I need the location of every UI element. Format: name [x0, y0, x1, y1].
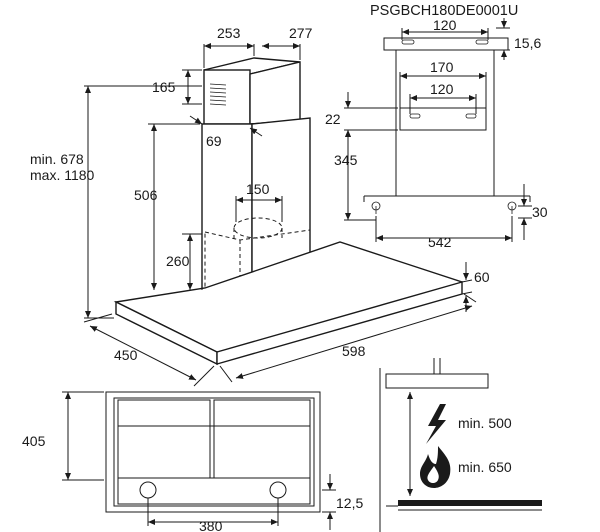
model-code: PSGBCH180DE0001U: [370, 3, 518, 19]
hood-outline: [105, 391, 321, 513]
dim-total-height-max: max. 1180: [30, 167, 95, 183]
dim-chimney-width: 253: [217, 25, 241, 41]
dim-chimney-depth: 277: [289, 25, 313, 41]
light-left: [139, 481, 157, 499]
cooktop: [398, 500, 542, 506]
dim-drop-height: 345: [334, 152, 358, 168]
filter-left: [117, 399, 211, 479]
vent-grille: [209, 83, 227, 106]
dim-chimney-lower-height: 506: [134, 187, 158, 203]
dim-bottom-spacing: 542: [428, 234, 452, 250]
dim-top-spacing: 120: [433, 17, 457, 33]
dim-mid-spacing: 170: [430, 59, 454, 75]
dim-motor-height: 260: [166, 253, 190, 269]
hood-underside-profile: [385, 373, 489, 389]
electric-clearance: min. 500: [458, 415, 512, 431]
dim-inner-spacing: 120: [430, 81, 454, 97]
dim-canopy-thickness: 60: [474, 269, 490, 285]
light-right: [269, 481, 287, 499]
dim-top-offset: 15,6: [514, 35, 541, 51]
underside-view: 405 380 12,5: [22, 391, 363, 532]
dim-chimney-top-height: 165: [152, 79, 176, 95]
filter-right: [213, 399, 311, 479]
bracket-front-view: PSGBCH180DE0001U: [325, 3, 548, 250]
dim-total-height-min: min. 678: [30, 151, 84, 167]
clearance-view: min. 500 min. 650: [379, 358, 542, 532]
dim-outlet-diameter: 150: [246, 181, 270, 197]
dim-chimney-offset: 69: [206, 133, 222, 149]
dim-hood-depth: 450: [114, 347, 138, 363]
inner-bracket: [399, 107, 487, 131]
lightning-icon: [426, 404, 446, 444]
dim-edge-offset: 12,5: [336, 495, 363, 511]
dim-bottom-offset: 30: [532, 204, 548, 220]
dim-hood-width: 598: [342, 343, 366, 359]
dim-light-spacing: 380: [199, 518, 223, 532]
chimney-upper-front: [203, 69, 251, 125]
dim-underside-depth: 405: [22, 433, 46, 449]
top-bracket: [383, 37, 509, 51]
hood-isometric-view: 253 277 165 69 min. 678 max. 1180 506 15…: [30, 25, 490, 387]
gas-clearance: min. 650: [458, 459, 512, 475]
flame-icon: [420, 446, 451, 488]
dim-bracket-height: 22: [325, 111, 341, 127]
